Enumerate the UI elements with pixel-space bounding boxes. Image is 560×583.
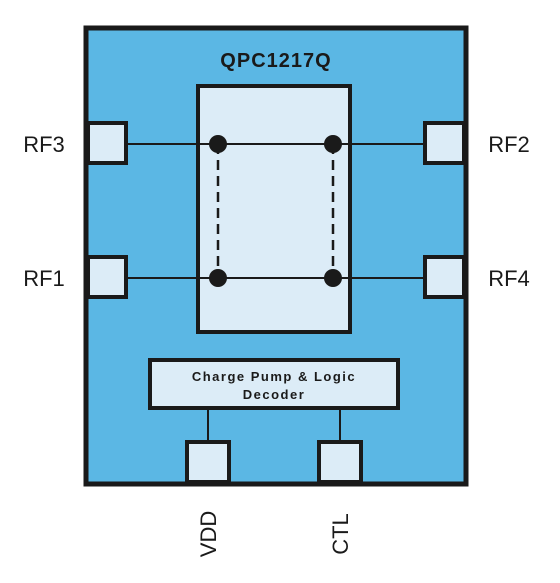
- part-number-label: QPC1217Q: [220, 50, 331, 72]
- rf1-pad: [86, 255, 128, 299]
- vdd-pad: [185, 440, 231, 484]
- rf2-label: RF2: [488, 132, 530, 157]
- rf3-pad: [86, 121, 128, 165]
- switch-node-top-right: [324, 135, 342, 153]
- switch-core: [196, 84, 352, 334]
- switch-node-top-left: [209, 135, 227, 153]
- logic-block-label-line1: Charge Pump & Logic: [192, 369, 356, 384]
- rf3-label: RF3: [23, 132, 65, 157]
- rf2-pad: [423, 121, 466, 165]
- ctl-label: CTL: [328, 513, 353, 555]
- vdd-label: VDD: [196, 511, 221, 557]
- switch-node-bottom-left: [209, 269, 227, 287]
- ctl-pad: [317, 440, 363, 484]
- logic-block-label-line2: Decoder: [243, 387, 306, 402]
- charge-pump-logic-decoder: [148, 358, 400, 410]
- rf4-pad: [423, 255, 466, 299]
- switch-node-bottom-right: [324, 269, 342, 287]
- rf4-label: RF4: [488, 266, 530, 291]
- rf1-label: RF1: [23, 266, 65, 291]
